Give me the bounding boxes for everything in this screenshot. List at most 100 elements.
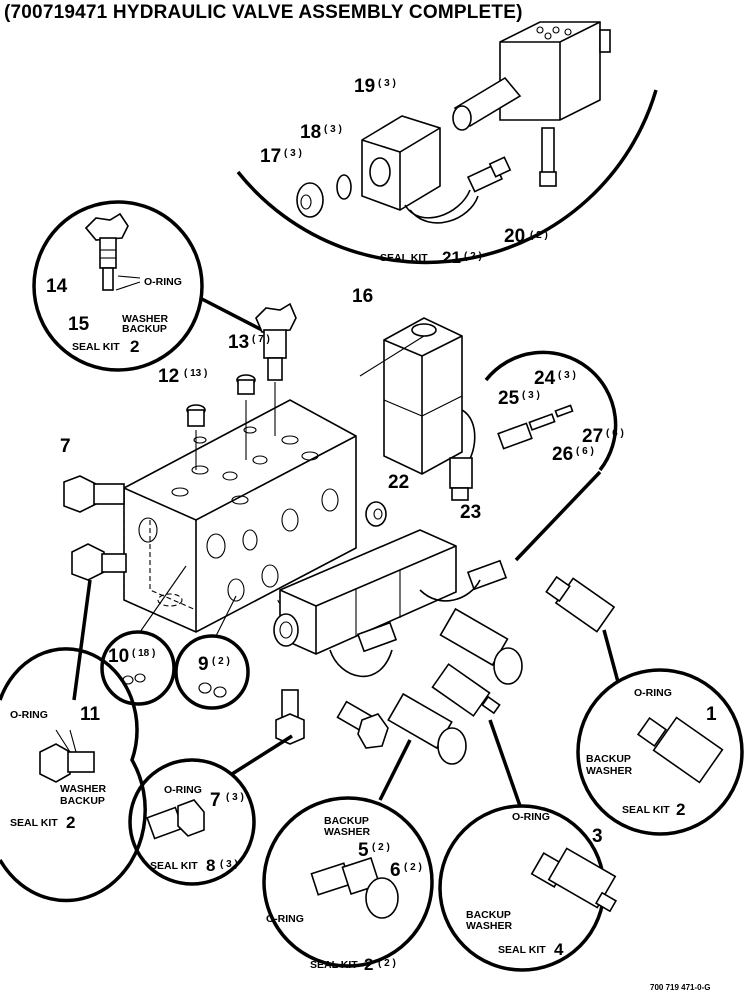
detail-circle-9 — [174, 634, 250, 710]
svg-text:SEAL KIT: SEAL KIT — [72, 341, 120, 353]
callout-10: 10( 18 ) — [108, 646, 155, 667]
plug-7-detail — [146, 799, 205, 840]
svg-text:( 2 ): ( 2 ) — [404, 862, 422, 873]
svg-text:9: 9 — [198, 654, 209, 675]
cartridge-1 — [545, 575, 616, 633]
svg-text:2: 2 — [130, 337, 139, 356]
seal-kit-2-right: SEAL KIT 2 — [622, 800, 685, 819]
callout-9: 9( 2 ) — [198, 654, 230, 675]
cartridge-3 — [431, 663, 501, 717]
needle-valve-detail — [84, 212, 141, 291]
detail-circle-7-8 — [128, 758, 256, 886]
plug-11 — [71, 543, 127, 581]
svg-text:( 6 ): ( 6 ) — [606, 428, 624, 439]
svg-text:19: 19 — [354, 76, 375, 97]
svg-text:2: 2 — [364, 955, 373, 974]
callout-24: 24( 3 ) — [534, 368, 576, 389]
washer-label-1: WASHER — [586, 765, 633, 777]
manifold-block — [123, 399, 357, 633]
svg-text:2: 2 — [66, 813, 75, 832]
detail-circle-24 — [484, 350, 618, 472]
oring-label-5: O-RING — [266, 913, 304, 925]
backup-label-11: BACKUP — [60, 795, 105, 807]
callout-22: 22 — [388, 472, 409, 493]
svg-text:24: 24 — [534, 368, 556, 389]
svg-text:SEAL KIT: SEAL KIT — [310, 959, 358, 971]
svg-text:( 3 ): ( 3 ) — [324, 124, 342, 135]
svg-text:17: 17 — [260, 146, 281, 167]
seal-kit-2-left: SEAL KIT 2 — [10, 813, 75, 832]
svg-text:16: 16 — [352, 286, 373, 307]
svg-text:12: 12 — [158, 366, 179, 387]
svg-text:SEAL KIT: SEAL KIT — [622, 804, 670, 816]
callout-19: 19( 3 ) — [354, 76, 396, 97]
svg-text:27: 27 — [582, 426, 603, 447]
callout-26: 26( 6 ) — [552, 444, 594, 465]
plug-bottom — [275, 689, 305, 745]
svg-text:( 3 ): ( 3 ) — [220, 859, 238, 870]
svg-text:11: 11 — [80, 704, 101, 725]
detail-circle-11 — [0, 647, 147, 903]
oring-label-3: O-RING — [512, 811, 550, 823]
plug-22 — [365, 501, 387, 527]
plug-7-lower — [336, 700, 389, 749]
svg-text:( 3 ): ( 3 ) — [378, 78, 396, 89]
svg-text:SEAL KIT: SEAL KIT — [498, 944, 546, 956]
callout-14: 14 — [46, 276, 68, 297]
coil-subassembly — [296, 21, 611, 224]
svg-text:( 3 ): ( 3 ) — [226, 792, 244, 803]
detail-circle-1 — [576, 668, 744, 836]
solenoid-23 — [273, 529, 508, 678]
oring-label-11: O-RING — [10, 709, 48, 721]
svg-text:6: 6 — [390, 860, 401, 881]
seal-kit-2-top: SEAL KIT 2 — [72, 337, 139, 356]
relief-valve-upper — [255, 302, 297, 381]
svg-text:( 2 ): ( 2 ) — [378, 958, 396, 969]
svg-text:13: 13 — [228, 332, 249, 353]
svg-text:( 3 ): ( 3 ) — [284, 148, 302, 159]
svg-text:( 2 ): ( 2 ) — [372, 842, 390, 853]
callout-25: 25( 3 ) — [498, 388, 540, 409]
cartridge-3-detail — [530, 847, 618, 913]
callout-12: 12 ( 13 ) — [158, 366, 207, 387]
plug-12 — [186, 404, 206, 427]
plug-7-upper — [63, 475, 125, 513]
svg-text:2: 2 — [676, 800, 685, 819]
svg-text:3: 3 — [592, 826, 603, 847]
svg-text:SEAL KIT: SEAL KIT — [10, 817, 58, 829]
svg-text:( 2 ): ( 2 ) — [464, 251, 482, 262]
svg-text:( 3 ): ( 3 ) — [522, 390, 540, 401]
svg-text:22: 22 — [388, 472, 409, 493]
svg-text:15: 15 — [68, 314, 90, 335]
top-detail-circle — [236, 89, 658, 265]
drawing-number: 700 719 471-0-G — [650, 983, 711, 992]
detail-circle-10 — [100, 630, 176, 706]
callout-18: 18( 3 ) — [300, 122, 342, 143]
washer-label-14: WASHER — [122, 313, 169, 325]
svg-text:( 3 ): ( 3 ) — [558, 370, 576, 381]
cartridge-6 — [387, 692, 467, 765]
svg-text:7: 7 — [210, 790, 221, 811]
svg-text:( 13 ): ( 13 ) — [184, 368, 207, 379]
cartridge-1-detail — [636, 716, 724, 784]
backup-label-5: BACKUP — [324, 815, 369, 827]
callout-17: 17( 3 ) — [260, 146, 302, 167]
callout-11: 11 — [80, 704, 101, 725]
callout-3: 3 — [592, 826, 603, 847]
seal-kit-2-bottom: SEAL KIT 2 ( 2 ) — [310, 955, 396, 974]
callout-7-lower: 7 ( 3 ) — [210, 790, 244, 811]
svg-text:7: 7 — [60, 436, 71, 457]
svg-text:26: 26 — [552, 444, 573, 465]
callout-16: 16 — [352, 286, 373, 307]
backup-label-1: BACKUP — [586, 753, 631, 765]
svg-text:( 7 ): ( 7 ) — [252, 334, 270, 345]
svg-text:( 2 ): ( 2 ) — [212, 656, 230, 667]
svg-text:14: 14 — [46, 276, 68, 297]
svg-text:8: 8 — [206, 856, 215, 875]
svg-text:( 6 ): ( 6 ) — [576, 446, 594, 457]
callout-6: 6( 2 ) — [390, 860, 422, 881]
callout-20: 20( 2 ) — [504, 226, 548, 247]
washer-label-3: WASHER — [466, 920, 513, 932]
